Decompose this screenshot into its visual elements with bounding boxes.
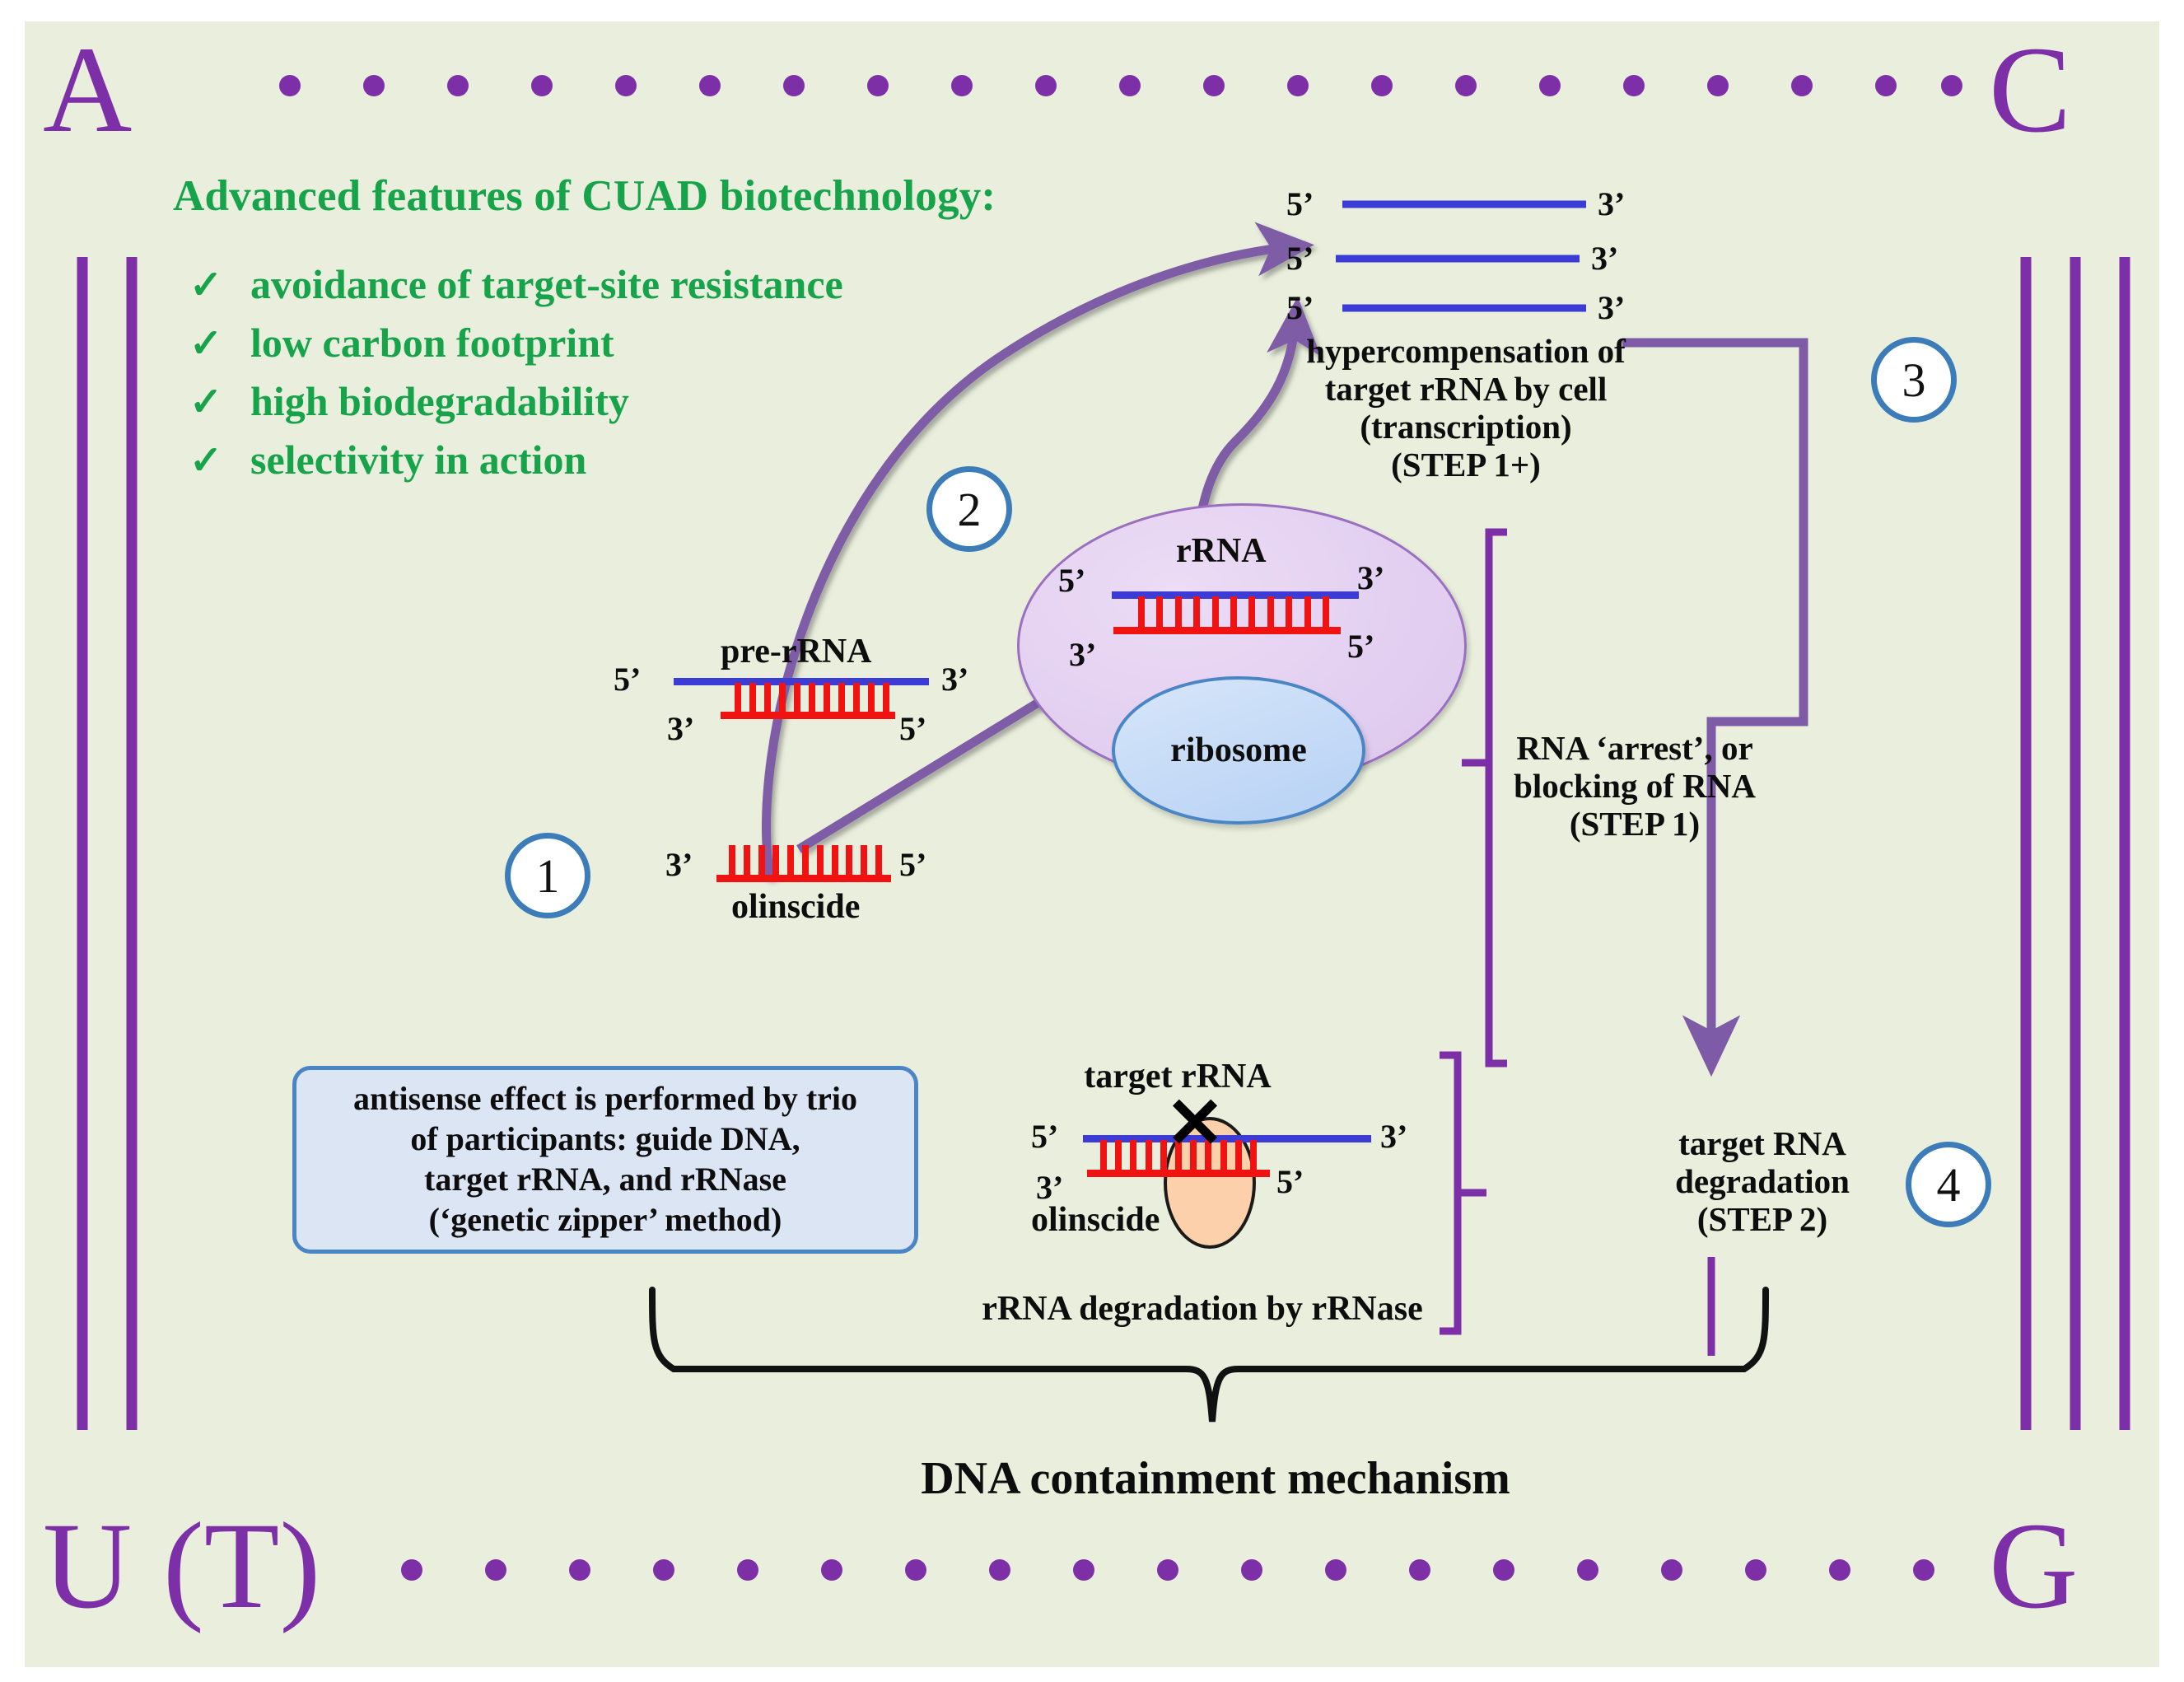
target-three-prime-bottom: 3’ [1036, 1169, 1064, 1206]
feature-label: avoidance of target-site resistance [250, 261, 843, 307]
left-bond-bars [77, 257, 138, 1430]
rrna-five-prime-bottom: 5’ [1347, 628, 1375, 665]
ribosome-label: ribosome [1170, 731, 1307, 769]
target-five-prime-top: 5’ [1031, 1118, 1059, 1155]
olinscide-five-prime: 5’ [899, 846, 927, 883]
diagram-canvas: A C U (T) G Advanced features of CUAD bi… [25, 21, 2159, 1667]
step-badge-3: 3 [1871, 337, 1957, 423]
transcript3-five-prime: 5’ [1286, 289, 1314, 326]
rrna-base-pair-rungs [1138, 596, 1329, 629]
bottom-dot-row [401, 1559, 1934, 1581]
check-icon: ✓ [189, 322, 223, 366]
degradation-caption-line-1: target RNA [1678, 1124, 1846, 1162]
top-dot-row [279, 75, 1962, 96]
antisense-line-4: (‘genetic zipper’ method) [428, 1200, 782, 1238]
feature-label: selectivity in action [250, 437, 587, 483]
target-olinscide-label: olinscide [1031, 1201, 1160, 1239]
rrna-red-strand [1113, 627, 1341, 634]
transcription-caption-line-2: target rRNA by cell [1324, 370, 1608, 408]
prerrna-label: pre-rRNA [721, 633, 872, 670]
target-three-prime-top: 3’ [1380, 1118, 1408, 1155]
prerrna-base-pair-rungs [735, 683, 889, 714]
features-list: ✓ avoidance of target-site resistance ✓ … [189, 260, 1013, 494]
prerrna-red-strand [721, 712, 895, 719]
check-icon: ✓ [189, 264, 223, 307]
antisense-line-3: target rRNA, and rRNase [424, 1161, 786, 1198]
right-bond-bars [2020, 257, 2130, 1430]
arrest-caption-line-3: (STEP 1) [1569, 805, 1701, 843]
degradation-caption-line-3: (STEP 2) [1696, 1200, 1828, 1238]
base-letter-u: U (T) [43, 1497, 321, 1634]
rrna-five-prime-top: 5’ [1058, 562, 1086, 599]
transcript3-three-prime: 3’ [1598, 289, 1626, 326]
transcript2-three-prime: 3’ [1591, 240, 1619, 277]
olinscide-red-strand [716, 875, 891, 882]
base-letter-a: A [43, 21, 133, 158]
feature-item: ✓ high biodegradability [189, 377, 1013, 432]
prerrna-three-prime-bottom: 3’ [667, 710, 695, 747]
transcription-caption-line-3: (transcription) [1360, 408, 1572, 446]
base-letter-c: C [1989, 21, 2072, 158]
feature-label: high biodegradability [250, 378, 629, 424]
antisense-line-1: antisense effect is performed by trio [352, 1080, 858, 1118]
olinscide-rungs [729, 845, 882, 876]
check-icon: ✓ [189, 439, 223, 483]
transcript1-three-prime: 3’ [1598, 185, 1626, 222]
antisense-line-2: of participants: guide DNA, [410, 1120, 800, 1158]
arrest-caption-line-1: RNA ‘arrest’, or [1516, 729, 1753, 767]
olinscide-label: olinscide [731, 888, 861, 926]
prerrna-three-prime-top: 3’ [941, 661, 969, 698]
check-icon: ✓ [189, 381, 223, 424]
transcription-caption-line-1: hypercompensation of [1306, 332, 1626, 370]
step-badge-4: 4 [1906, 1142, 1991, 1227]
arrest-caption-line-2: blocking of RNA [1514, 767, 1756, 805]
target-rrna-title: target rRNA [1084, 1058, 1272, 1096]
base-letter-g: G [1989, 1497, 2079, 1634]
cleavage-x-icon: ✕ [1165, 1084, 1225, 1163]
target-blue-strand [1083, 1135, 1371, 1142]
transcript2-five-prime: 5’ [1286, 240, 1314, 277]
rrna-degradation-caption: rRNA degradation by rRNase [982, 1290, 1423, 1328]
target-red-strand [1087, 1170, 1270, 1177]
feature-label: low carbon footprint [250, 320, 614, 366]
rrna-label: rRNA [1176, 532, 1267, 570]
feature-item: ✓ avoidance of target-site resistance [189, 260, 1013, 315]
transcript1-five-prime: 5’ [1286, 185, 1314, 222]
degradation-caption-line-2: degradation [1675, 1162, 1850, 1200]
olinscide-three-prime: 3’ [665, 846, 693, 883]
feature-item: ✓ low carbon footprint [189, 319, 1013, 373]
footer-title: DNA containment mechanism [921, 1453, 1510, 1504]
step-badge-1: 1 [505, 833, 590, 918]
step-badge-2: 2 [926, 466, 1012, 552]
rrna-three-prime-bottom: 3’ [1069, 636, 1097, 673]
transcription-caption-line-4: (STEP 1+) [1391, 446, 1541, 484]
feature-item: ✓ selectivity in action [189, 436, 1013, 490]
antisense-info-box: antisense effect is performed by trio of… [292, 1066, 918, 1254]
target-rungs [1100, 1140, 1257, 1171]
ribosome-oval: ribosome [1112, 676, 1365, 825]
target-five-prime-bottom: 5’ [1276, 1163, 1304, 1200]
features-title: Advanced features of CUAD biotechnology: [173, 172, 996, 220]
prerrna-five-prime-top: 5’ [614, 661, 642, 698]
route-transcription-to-degradation [1622, 338, 1808, 1077]
prerrna-five-prime-bottom: 5’ [899, 710, 927, 747]
rrna-three-prime-top: 3’ [1357, 559, 1385, 596]
